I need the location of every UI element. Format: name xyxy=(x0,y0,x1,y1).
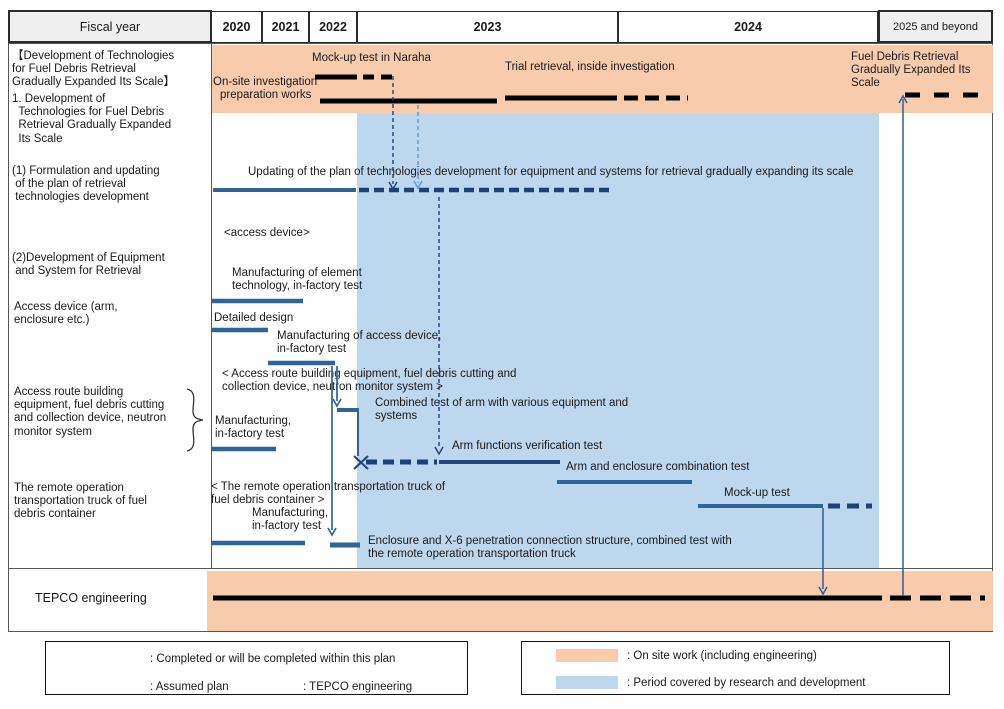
label-enclosure-x6: Enclosure and X-6 penetration connection… xyxy=(368,535,732,560)
label-access-device-heading: <access device> xyxy=(224,227,310,239)
header-2025-beyond: 2025 and beyond xyxy=(878,10,993,43)
legend-assumed-label: : Assumed plan xyxy=(150,681,229,693)
legend-rd-swatch xyxy=(556,676,618,689)
label-mockup-naraha: Mock-up test in Naraha xyxy=(312,52,431,64)
tepco-row-divider xyxy=(8,568,993,570)
legend-onsite-swatch xyxy=(556,649,618,662)
fiscal-year-label: Fiscal year xyxy=(79,19,141,34)
label-truck-heading: < The remote operation transportation tr… xyxy=(211,481,446,506)
label-detailed-design: Detailed design xyxy=(214,312,294,324)
legend-tepco-label: : TEPCO engineering xyxy=(303,681,413,693)
label-mfg-infactory-2: Manufacturing, in-factory test xyxy=(252,507,329,532)
label-onsite-line1: On-site investigation xyxy=(213,76,318,88)
row-label-item1-1: (1) Formulation and updating of the plan… xyxy=(12,165,160,204)
row-label-item1-2: (2)Development of Equipment and System f… xyxy=(12,252,165,278)
label-mfg-infactory-1: Manufacturing, in-factory test xyxy=(215,415,292,440)
row-label-access-route: Access route building equipment, fuel de… xyxy=(14,386,167,438)
label-onsite-line2: preparation works xyxy=(220,89,312,101)
label-mfg-element: Manufacturing of element technology, in-… xyxy=(232,267,363,292)
legend-onsite-label: : On site work (including engineering) xyxy=(627,650,817,662)
onsite-work-band-tepco xyxy=(207,571,993,631)
label-combined-test: Combined test of arm with various equipm… xyxy=(375,397,629,422)
header-year-2020: 2020 xyxy=(211,11,262,43)
chart-body-frame xyxy=(8,43,993,632)
row-label-access-device: Access device (arm, enclosure etc.) xyxy=(14,301,118,327)
label-fuel-debris-expand: Fuel Debris Retrieval Gradually Expanded… xyxy=(851,51,971,89)
row-label-dev-title: 【Development of Technologies for Fuel De… xyxy=(12,50,176,89)
label-route-heading: < Access route building equipment, fuel … xyxy=(222,368,517,393)
header-year-2023: 2023 xyxy=(357,11,618,43)
row-label-item1: 1. Development of Technologies for Fuel … xyxy=(12,93,172,145)
header-year-2021: 2021 xyxy=(262,11,309,43)
legend-box-lines xyxy=(45,641,468,695)
label-updating-plan: Updating of the plan of technologies dev… xyxy=(248,166,854,178)
label-trial-retrieval: Trial retrieval, inside investigation xyxy=(505,61,675,73)
label-arm-verification: Arm functions verification test xyxy=(452,440,603,452)
header-fiscal-year: Fiscal year xyxy=(8,10,212,43)
legend-completed-label: : Completed or will be completed within … xyxy=(150,653,396,665)
label-mfg-access-device: Manufacturing of access device, in-facto… xyxy=(277,330,442,355)
label-arm-enclosure: Arm and enclosure combination test xyxy=(566,461,750,473)
row-label-tepco: TEPCO engineering xyxy=(35,591,147,605)
header-year-2024: 2024 xyxy=(618,11,878,43)
row-label-remote-truck: The remote operation transportation truc… xyxy=(14,482,147,521)
header-year-2022: 2022 xyxy=(309,11,357,43)
legend-rd-label: : Period covered by research and develop… xyxy=(627,677,866,689)
label-mockup-test: Mock-up test xyxy=(724,487,790,499)
left-column-divider xyxy=(211,43,213,569)
